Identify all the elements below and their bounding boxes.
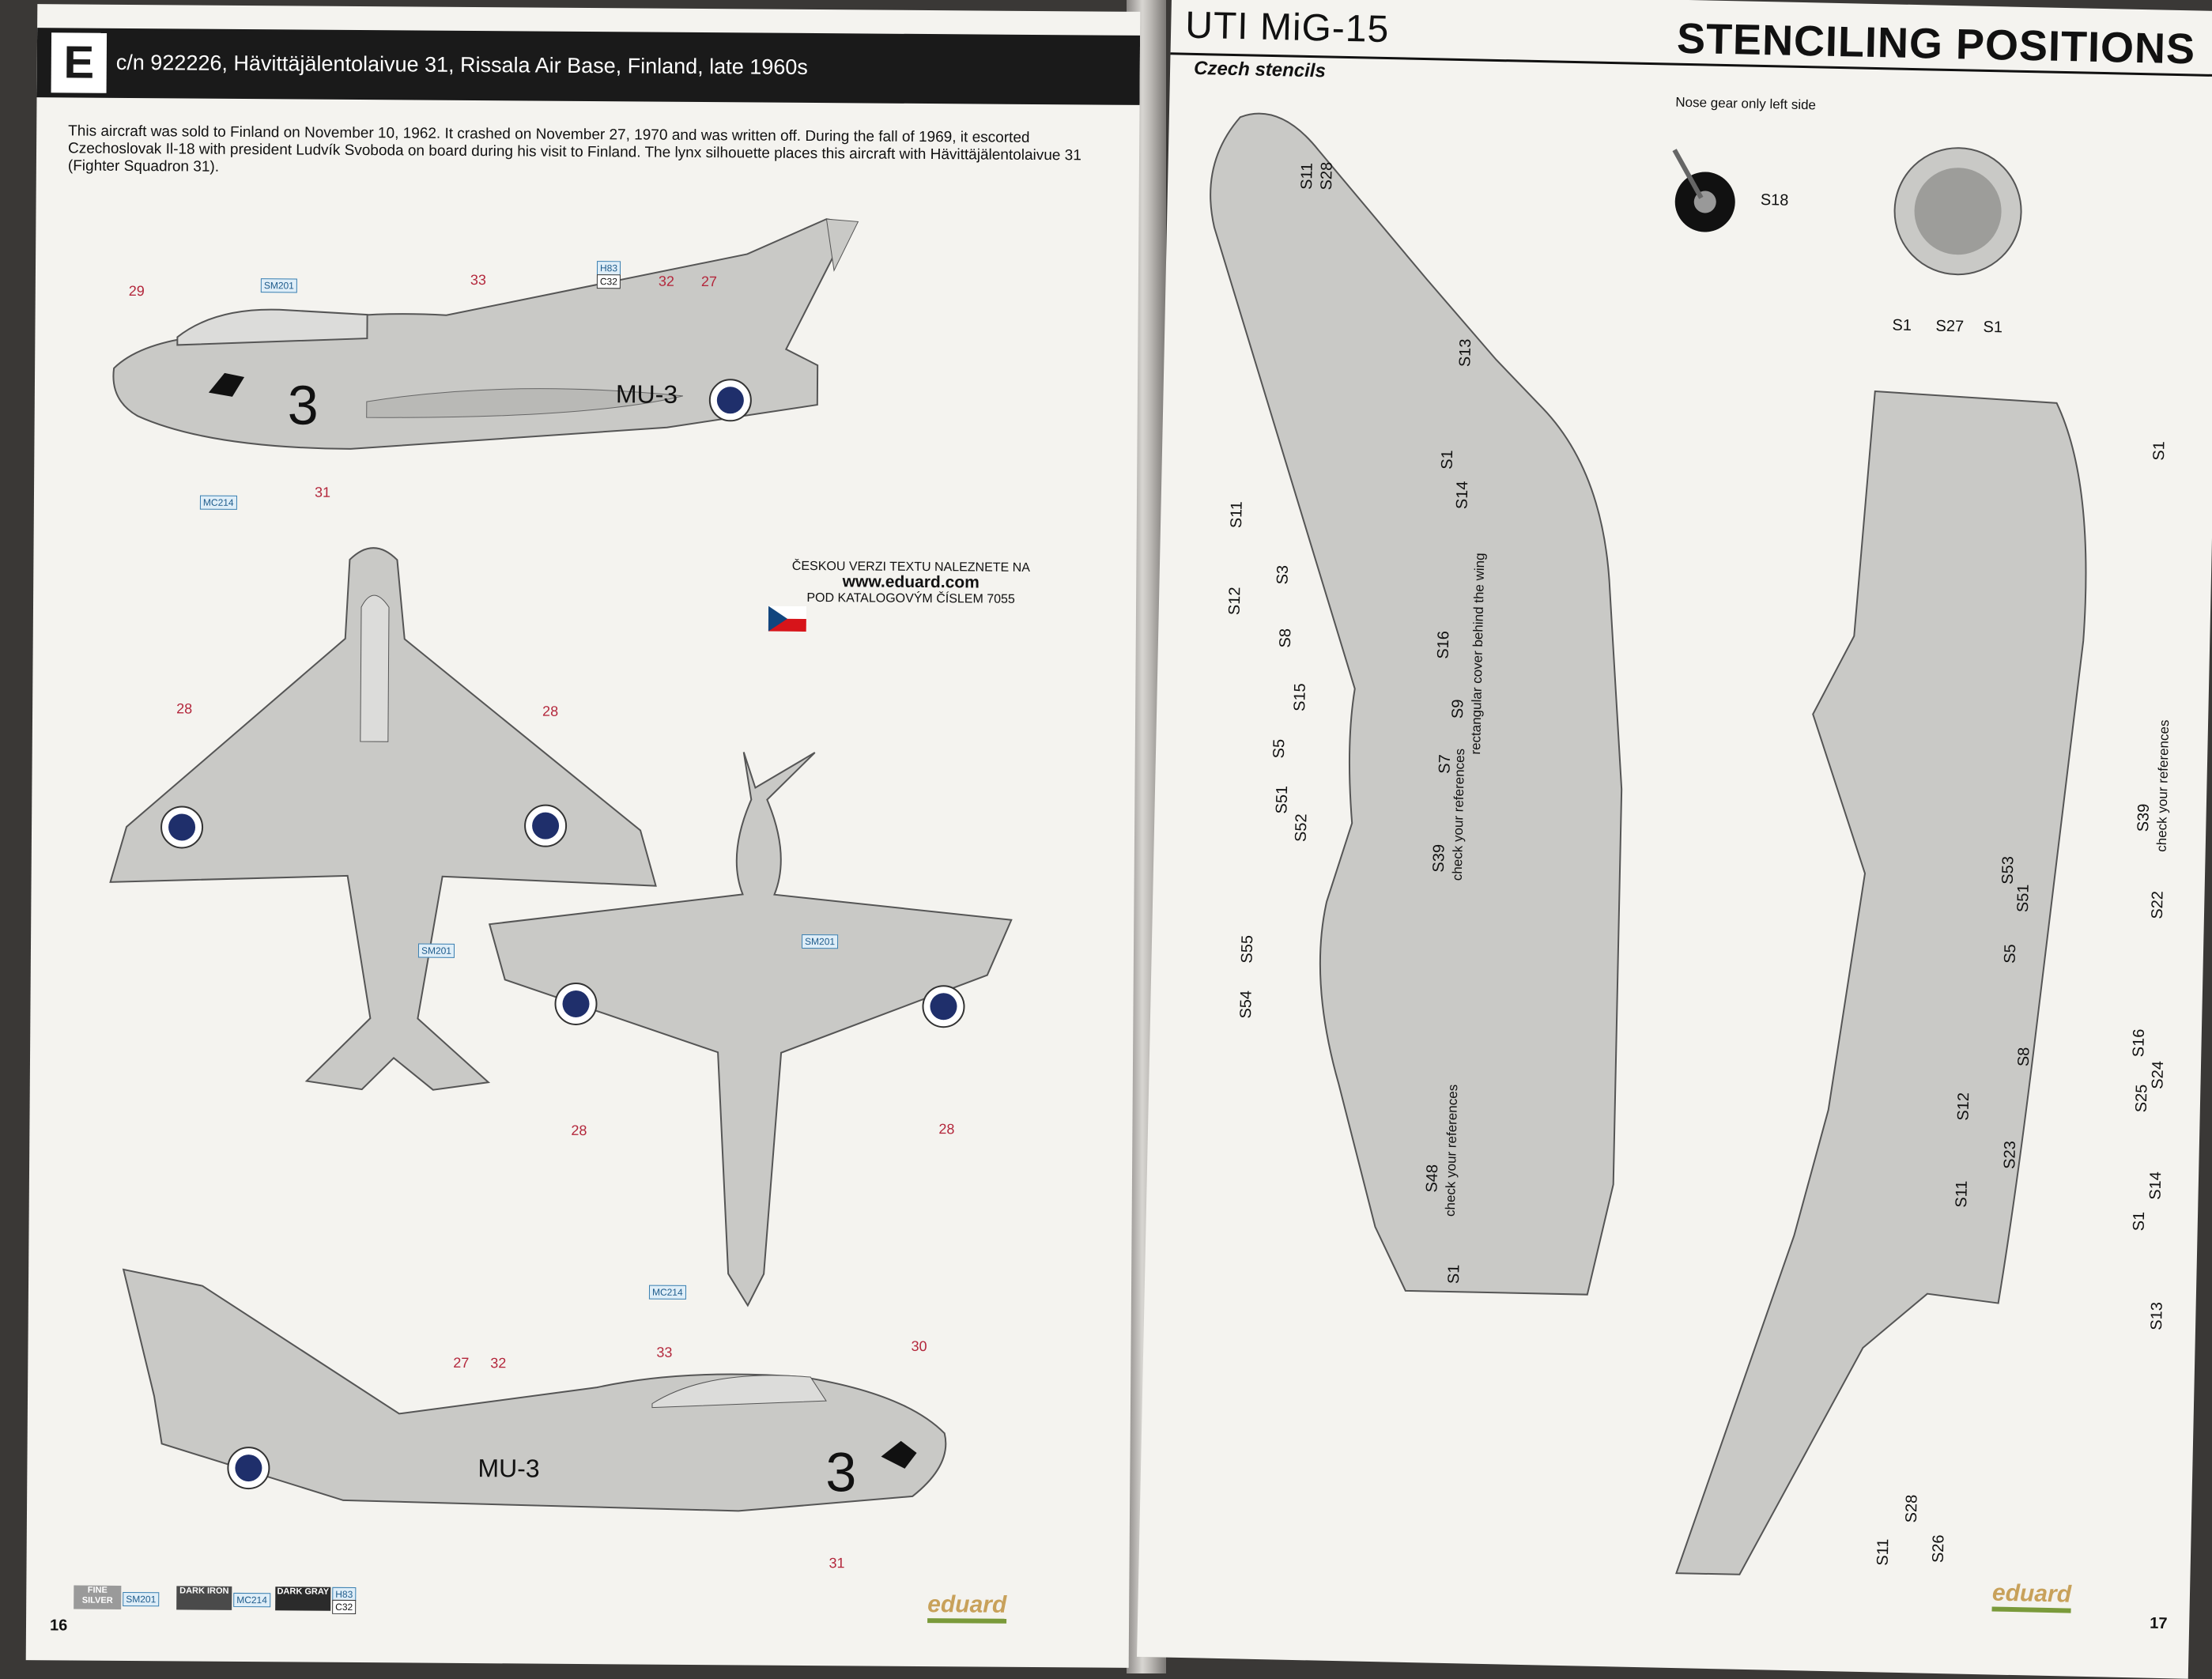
stencil-s1-c: S1 xyxy=(2150,440,2169,461)
tag-mc214: MC214 xyxy=(199,495,237,510)
stencil-drawings xyxy=(1210,112,2087,1575)
marking-31: 31 xyxy=(314,484,331,500)
stencil-s13-b: S13 xyxy=(2147,1301,2166,1330)
note-check-references-c: check your references xyxy=(2153,719,2172,852)
stencil-s26-b: S26 xyxy=(1929,1534,1948,1564)
aircraft-drawings xyxy=(109,218,1013,1512)
front-label-s27: S27 xyxy=(1935,317,1965,336)
front-label-s1-right: S1 xyxy=(1983,318,2003,337)
stencil-s8-a: S8 xyxy=(1276,628,1295,648)
tag-h83: H83 xyxy=(596,261,621,276)
fuselage-code-top: MU-3 xyxy=(615,379,678,409)
marking-27: 27 xyxy=(700,274,718,290)
nose-gear-note: Nose gear only left side xyxy=(1675,94,1817,113)
stencil-s28-a: S28 xyxy=(1317,161,1336,191)
bottom-view-tag-sm201: SM201 xyxy=(802,934,839,949)
bottom-view-tag-mc214: MC214 xyxy=(648,1285,686,1300)
stencil-s51-a: S51 xyxy=(1273,785,1292,814)
stencil-s25-b: S25 xyxy=(2132,1084,2151,1113)
tag-sm201: SM201 xyxy=(260,278,297,293)
stencil-s54-a: S54 xyxy=(1236,990,1255,1019)
stencil-s39-b: S39 xyxy=(2135,803,2153,832)
legend-dark-iron-swatch: DARK IRON xyxy=(176,1586,232,1610)
stencil-s1-a: S1 xyxy=(1438,450,1457,470)
legend-dark-gray-swatch: DARK GRAY xyxy=(275,1587,331,1611)
marking-27-bottom: 27 xyxy=(453,1354,470,1371)
stencil-s24-b: S24 xyxy=(2149,1060,2168,1089)
marking-29: 29 xyxy=(128,282,145,300)
stencil-s23-b: S23 xyxy=(2001,1141,2019,1170)
top-view-tag-sm201: SM201 xyxy=(417,943,455,958)
stencil-s3-a: S3 xyxy=(1274,564,1293,585)
marking-32-bottom: 32 xyxy=(490,1355,507,1371)
stencil-s14-b: S14 xyxy=(2146,1171,2165,1200)
stencil-s8-b: S8 xyxy=(2014,1047,2033,1067)
stencil-s16-a: S16 xyxy=(1434,630,1453,659)
page-number-right: 17 xyxy=(2149,1614,2168,1633)
stencil-s48-a: S48 xyxy=(1423,1164,1442,1193)
stencil-s12-a: S12 xyxy=(1225,587,1244,616)
stencil-s1-d: S1 xyxy=(2130,1211,2149,1232)
czech-note-url: www.eduard.com xyxy=(842,572,980,592)
nose-number-top: 3 xyxy=(287,374,319,436)
front-label-s1-left: S1 xyxy=(1892,316,1912,334)
stencil-s12-b: S12 xyxy=(1954,1092,1973,1121)
stencil-s11-a: S11 xyxy=(1297,162,1316,191)
stencil-s5-a: S5 xyxy=(1270,738,1289,759)
right-page: UTI MiG-15 STENCILING POSITIONS Czech st… xyxy=(1137,0,2212,1679)
page-number-left: 16 xyxy=(49,1617,68,1635)
stencil-s9-a: S9 xyxy=(1448,699,1467,719)
top-view-28-right: 28 xyxy=(542,703,559,719)
stencil-s11-b: S11 xyxy=(1227,500,1246,529)
nose-number-bottom: 3 xyxy=(825,1441,857,1504)
marking-31-bottom: 31 xyxy=(829,1555,845,1571)
legend-fine-silver-code: SM201 xyxy=(123,1591,160,1607)
stencil-s11-d: S11 xyxy=(1874,1538,1893,1566)
stencil-s55-a: S55 xyxy=(1238,934,1257,964)
bottom-view-28-right: 28 xyxy=(938,1121,955,1138)
side-view-top xyxy=(112,218,859,450)
stencil-s52-a: S52 xyxy=(1292,813,1311,843)
stencil-s22-b: S22 xyxy=(2148,890,2167,919)
left-page: E c/n 922226, Hävittäjälentolaivue 31, R… xyxy=(25,4,1141,1668)
left-stencil-airframe xyxy=(1210,112,1623,1296)
top-view xyxy=(109,547,657,1091)
note-check-references-a: check your references xyxy=(1449,748,1468,881)
tag-c32: C32 xyxy=(596,274,621,289)
legend-dark-iron-code: MC214 xyxy=(233,1592,270,1608)
legend-fine-silver-swatch: FINE SILVER xyxy=(74,1585,122,1609)
czech-note: ČESKOU VERZI TEXTU NALEZNETE NA www.edua… xyxy=(768,559,1053,608)
stencil-s13-a: S13 xyxy=(1456,338,1475,368)
stencil-s51-b: S51 xyxy=(2014,884,2033,913)
marking-33: 33 xyxy=(470,271,487,289)
side-view-bottom xyxy=(122,1268,947,1512)
marking-33-bottom: 33 xyxy=(656,1344,673,1360)
stencil-s16-b: S16 xyxy=(2130,1028,2148,1058)
fuselage-code-bottom: MU-3 xyxy=(478,1454,540,1483)
marking-32: 32 xyxy=(658,273,675,289)
stencil-s53-b: S53 xyxy=(1999,855,2018,885)
bottom-view xyxy=(488,752,1013,1307)
stencil-s11-c: S11 xyxy=(1953,1180,1971,1208)
czech-flag-icon xyxy=(768,606,807,632)
eduard-logo-left: eduard xyxy=(927,1591,1007,1624)
lynx-silhouette-bottom xyxy=(881,1440,917,1469)
lynx-silhouette-top xyxy=(208,372,245,397)
note-check-references-b: check your references xyxy=(1442,1084,1461,1217)
top-view-28-left: 28 xyxy=(176,700,193,717)
czech-note-line3: POD KATALOGOVÝM ČÍSLEM 7055 xyxy=(806,590,1015,606)
eduard-logo-right: eduard xyxy=(1991,1579,2072,1613)
bottom-view-28-left: 28 xyxy=(571,1122,587,1139)
right-stencil-airframe xyxy=(1675,390,2087,1575)
stencil-s28-b: S28 xyxy=(1902,1494,1921,1523)
stencil-s39-a: S39 xyxy=(1429,843,1448,873)
stencil-s1-b: S1 xyxy=(1445,1264,1463,1285)
stencil-s15-a: S15 xyxy=(1291,683,1309,712)
legend-dark-gray-code2: C32 xyxy=(332,1599,357,1615)
marking-30-bottom: 30 xyxy=(911,1338,927,1355)
stencil-s5-b: S5 xyxy=(2001,944,2020,964)
stencil-s14-a: S14 xyxy=(1453,481,1472,510)
nose-gear-label: S18 xyxy=(1760,191,1789,209)
